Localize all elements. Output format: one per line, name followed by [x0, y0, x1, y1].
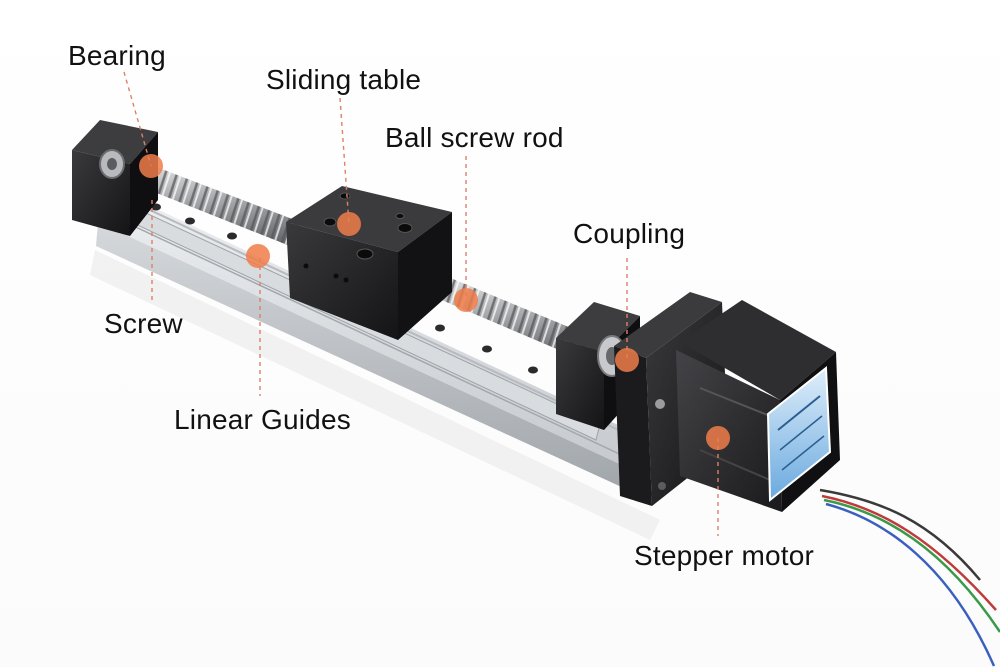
stepper-motor-body — [676, 300, 840, 512]
motor-wires — [819, 488, 1000, 667]
coupling-marker-dot — [615, 348, 639, 372]
coupling-label: Coupling — [573, 218, 686, 249]
screw-label: Screw — [104, 308, 183, 339]
bearing-block — [72, 120, 158, 236]
ball-screw-rod-label: Ball screw rod — [385, 122, 564, 153]
floor-shadow — [90, 250, 660, 540]
linear-guides-marker-dot — [246, 244, 270, 268]
sliding-table-marker-dot — [337, 212, 361, 236]
bearing-marker-dot — [139, 154, 163, 178]
sliding-table-block — [286, 186, 452, 340]
sliding-table-label: Sliding table — [266, 64, 422, 95]
ball-screw-rod-marker-dot — [454, 288, 478, 312]
bearing-label: Bearing — [68, 40, 166, 71]
marker-dots — [139, 154, 730, 450]
leader-lines — [123, 71, 719, 536]
stepper-motor-marker-dot — [706, 426, 730, 450]
rail-side — [96, 222, 650, 500]
linear-guides-label: Linear Guides — [174, 404, 351, 435]
stepper-motor-label: Stepper motor — [634, 540, 815, 571]
